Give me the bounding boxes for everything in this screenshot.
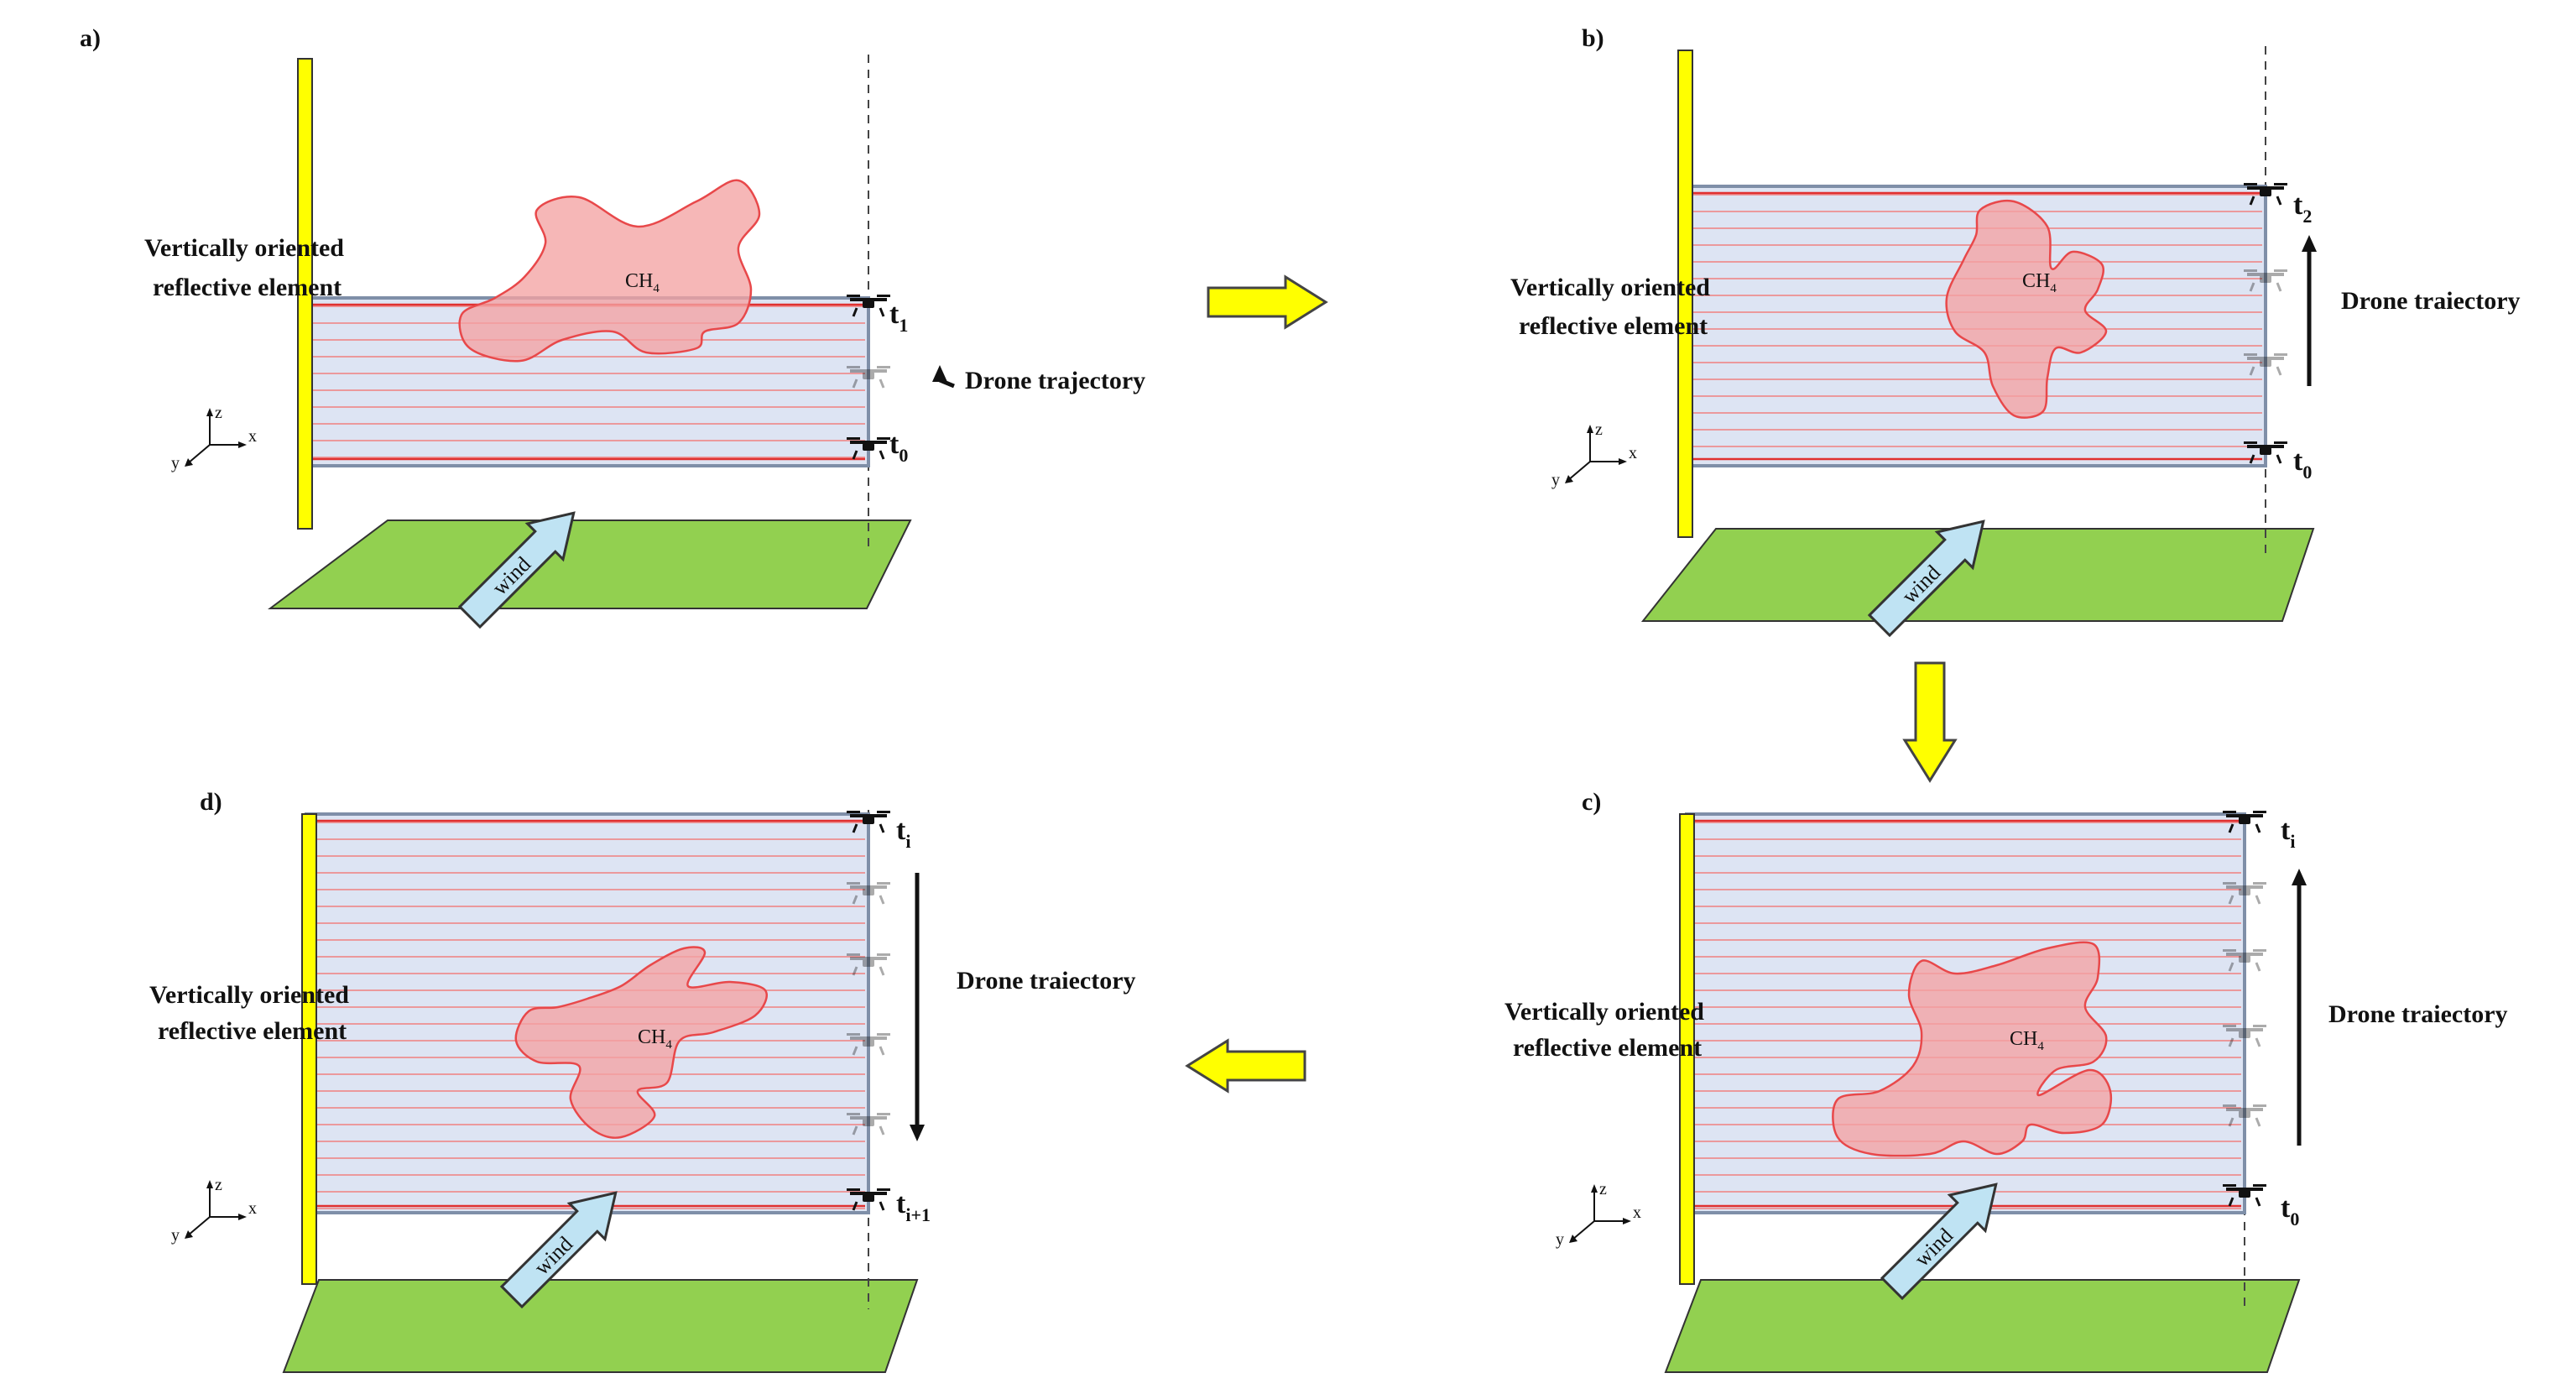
panel-letter: c) <box>1582 788 1601 816</box>
transition-arrow-icon-shape <box>1902 661 1958 783</box>
trajectory-arrow-head <box>2302 235 2317 252</box>
transition-arrow-icon <box>1207 274 1328 330</box>
trajectory-arrow-head <box>932 365 947 382</box>
reflective-element <box>1679 813 1695 1285</box>
time-label-bottom: t0 <box>2281 1193 2299 1230</box>
transition-arrow-icon <box>1185 1038 1306 1094</box>
reflective-element-label-line1: Vertically oriented <box>1510 274 1710 301</box>
z-axis-head <box>1587 425 1593 433</box>
ground-plane <box>282 1279 919 1373</box>
gas-label: CH4 <box>2010 1028 2044 1053</box>
z-axis-label: z <box>1595 420 1603 439</box>
trajectory-label: Drone trajectory <box>965 367 1145 394</box>
y-axis-label: y <box>171 1226 180 1245</box>
trajectory-label: Drone traiectory <box>2341 287 2521 315</box>
reflective-element-label-line2: reflective element <box>1519 312 1708 340</box>
methane-plume <box>1945 199 2108 419</box>
panel-d: d) CH4 Vertically oriented reflective eleme… <box>149 788 1136 1373</box>
y-axis-head <box>185 1230 193 1239</box>
time-label-bottom: ti+1 <box>896 1188 931 1225</box>
panel-letter: b) <box>1582 24 1604 52</box>
methane-plume <box>458 179 761 363</box>
trajectory-arrow-head <box>2292 869 2307 885</box>
gas-label: CH4 <box>625 270 660 295</box>
time-label-top: ti <box>896 815 910 852</box>
y-axis <box>1567 461 1591 481</box>
x-axis-label: x <box>1633 1203 1641 1222</box>
reflective-element <box>297 58 313 530</box>
axes-icon: z x y <box>1556 1180 1641 1249</box>
trajectory-arrow <box>2302 235 2317 386</box>
ground-plane <box>1640 528 2315 622</box>
wind-arrow-icon-shape <box>457 511 576 629</box>
time-label-top: t2 <box>2293 190 2312 227</box>
trajectory-arrow <box>910 873 925 1141</box>
z-axis-head <box>206 408 213 416</box>
x-axis-label: x <box>1629 444 1637 462</box>
y-axis-head <box>1569 1235 1577 1243</box>
transition-arrow-icon-shape <box>1207 274 1328 330</box>
z-axis-label: z <box>1599 1180 1607 1198</box>
reflective-element-label-line2: reflective element <box>158 1017 347 1045</box>
reflective-element-label-line1: Vertically oriented <box>144 234 344 262</box>
y-axis <box>187 444 211 464</box>
ground-plane <box>268 519 912 609</box>
panel-letter: d) <box>200 788 222 816</box>
x-axis-head <box>1623 1218 1631 1224</box>
scanned-curtain <box>305 812 870 1214</box>
panel-b: b) CH4 Vertically oriented reflective eleme… <box>1510 24 2521 638</box>
wind-arrow-icon-shape <box>1880 1183 1998 1301</box>
y-axis-head <box>1565 475 1573 483</box>
time-label-top: t1 <box>889 299 908 336</box>
reflective-element <box>1677 50 1693 538</box>
wind-arrow-icon-shape <box>1867 519 1985 638</box>
z-axis-head <box>1591 1184 1598 1193</box>
transition-arrow-icon <box>1902 661 1958 783</box>
wind-arrow-icon-shape <box>499 1191 618 1309</box>
trajectory-label: Drone traiectory <box>957 967 1136 995</box>
panel-a: a) CH4 Vertically oriented reflective eleme… <box>80 24 1145 629</box>
y-axis-label: y <box>1551 471 1560 489</box>
trajectory-arrow-head <box>910 1125 925 1141</box>
x-axis-head <box>238 441 247 448</box>
gas-label: CH4 <box>638 1026 672 1052</box>
panel-letter: a) <box>80 24 101 52</box>
y-axis-label: y <box>1556 1230 1564 1249</box>
axes-icon: z x y <box>1551 420 1637 489</box>
z-axis-head <box>206 1180 213 1188</box>
ground-plane <box>1664 1279 2301 1373</box>
trajectory-label: Drone traiectory <box>2328 1000 2508 1028</box>
y-axis <box>187 1216 211 1236</box>
x-axis-head <box>238 1214 247 1220</box>
z-axis-label: z <box>215 404 222 422</box>
axes-icon: z x y <box>171 404 257 472</box>
z-axis-label: z <box>215 1176 222 1194</box>
axes-icon: z x y <box>171 1176 257 1245</box>
x-axis-head <box>1619 458 1627 465</box>
methane-plume <box>1832 941 2113 1157</box>
trajectory-arrow <box>932 365 955 389</box>
gas-label: CH4 <box>2022 270 2057 295</box>
time-label-top: ti <box>2281 815 2295 852</box>
x-axis-label: x <box>248 1199 257 1218</box>
panel-c: c) CH4 Vertically oriented reflective eleme… <box>1504 788 2508 1373</box>
reflective-element-label-line2: reflective element <box>153 274 342 301</box>
time-label-bottom: t0 <box>889 429 908 466</box>
methane-plume <box>514 946 768 1139</box>
reflective-element-label-line2: reflective element <box>1513 1034 1702 1062</box>
reflective-element-label-line1: Vertically oriented <box>149 981 349 1009</box>
x-axis-label: x <box>248 427 257 446</box>
transition-arrow-icon-shape <box>1185 1038 1306 1094</box>
y-axis <box>1572 1220 1595 1240</box>
trajectory-arrow <box>2292 869 2307 1146</box>
time-label-bottom: t0 <box>2293 446 2312 483</box>
y-axis-label: y <box>171 454 180 472</box>
reflective-element <box>301 813 317 1285</box>
reflective-element-label-line1: Vertically oriented <box>1504 998 1704 1026</box>
y-axis-head <box>185 458 193 467</box>
